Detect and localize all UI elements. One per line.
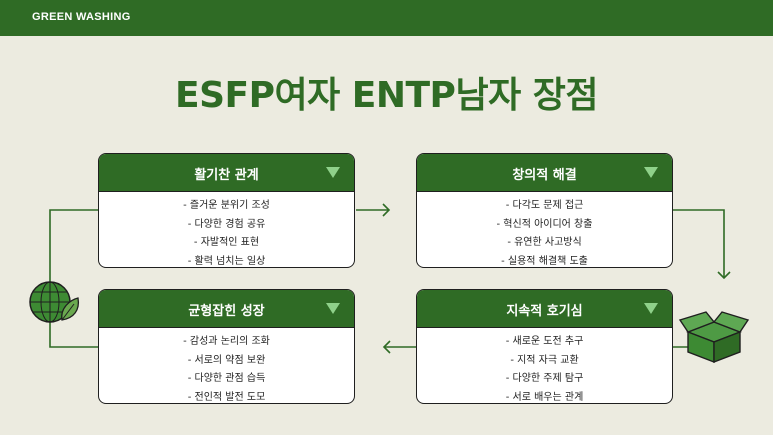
list-item: - 혁신적 아이디어 창출 — [496, 218, 593, 230]
list-item: - 다양한 관점 습득 — [187, 373, 266, 384]
list-item: - 서로 배우는 관계 — [505, 391, 584, 403]
brand-label: GREEN WASHING — [32, 11, 131, 23]
card-continuous-curiosity: 지속적 호기심 - 새로운 도전 추구 - 지적 자극 교환 - 다양한 주제 … — [416, 289, 673, 404]
list-item: - 활력 넘치는 일상 — [187, 255, 266, 267]
card-header: 창의적 해결 — [417, 154, 672, 192]
chevron-down-icon — [326, 167, 340, 178]
list-item: - 전인적 발전 도모 — [187, 391, 266, 403]
connector-left-top — [49, 209, 98, 282]
page-title: ESFP여자 ENTP남자 장점 — [175, 75, 598, 116]
card-title: 균형잡힌 성장 — [188, 304, 265, 319]
card-title: 창의적 해결 — [512, 168, 577, 183]
list-item: - 새로운 도전 추구 — [505, 336, 584, 347]
list-item: - 지적 자극 교환 — [510, 354, 579, 366]
card-title: 활기찬 관계 — [194, 168, 259, 183]
top-bar: GREEN WASHING — [0, 0, 773, 36]
card-item-list: - 다각도 문제 접근 - 혁신적 아이디어 창출 - 유연한 사고방식 - 실… — [417, 192, 672, 267]
list-item: - 자발적인 표현 — [193, 237, 260, 248]
arrowhead-right — [382, 203, 391, 217]
card-header: 지속적 호기심 — [417, 290, 672, 328]
chevron-down-icon — [644, 303, 658, 314]
connector-right-down — [673, 209, 725, 278]
card-item-list: - 새로운 도전 추구 - 지적 자극 교환 - 다양한 주제 탐구 - 서로 … — [417, 328, 672, 403]
list-item: - 다각도 문제 접근 — [505, 200, 584, 211]
list-item: - 실용적 해결책 도출 — [501, 255, 588, 267]
list-item: - 유연한 사고방식 — [507, 237, 582, 248]
arrowhead-down — [717, 271, 731, 280]
chevron-down-icon — [644, 167, 658, 178]
card-item-list: - 감성과 논리의 조화 - 서로의 약점 보완 - 다양한 관점 습득 - 전… — [99, 328, 354, 403]
arrowhead-left — [382, 340, 391, 354]
card-balanced-growth: 균형잡힌 성장 - 감성과 논리의 조화 - 서로의 약점 보완 - 다양한 관… — [98, 289, 355, 404]
card-item-list: - 즐거운 분위기 조성 - 다양한 경험 공유 - 자발적인 표현 - 활력 … — [99, 192, 354, 267]
list-item: - 감성과 논리의 조화 — [183, 336, 270, 347]
card-header: 균형잡힌 성장 — [99, 290, 354, 328]
connector-left-bottom — [49, 322, 98, 348]
list-item: - 즐거운 분위기 조성 — [183, 200, 270, 211]
list-item: - 서로의 약점 보완 — [187, 354, 266, 366]
list-item: - 다양한 경험 공유 — [187, 218, 266, 230]
card-header: 활기찬 관계 — [99, 154, 354, 192]
globe-leaf-icon — [29, 281, 80, 323]
recycle-box-icon — [678, 311, 750, 364]
card-creative-solving: 창의적 해결 - 다각도 문제 접근 - 혁신적 아이디어 창출 - 유연한 사… — [416, 153, 673, 268]
card-lively-relationship: 활기찬 관계 - 즐거운 분위기 조성 - 다양한 경험 공유 - 자발적인 표… — [98, 153, 355, 268]
list-item: - 다양한 주제 탐구 — [505, 373, 584, 384]
chevron-down-icon — [326, 303, 340, 314]
card-title: 지속적 호기심 — [506, 304, 583, 319]
